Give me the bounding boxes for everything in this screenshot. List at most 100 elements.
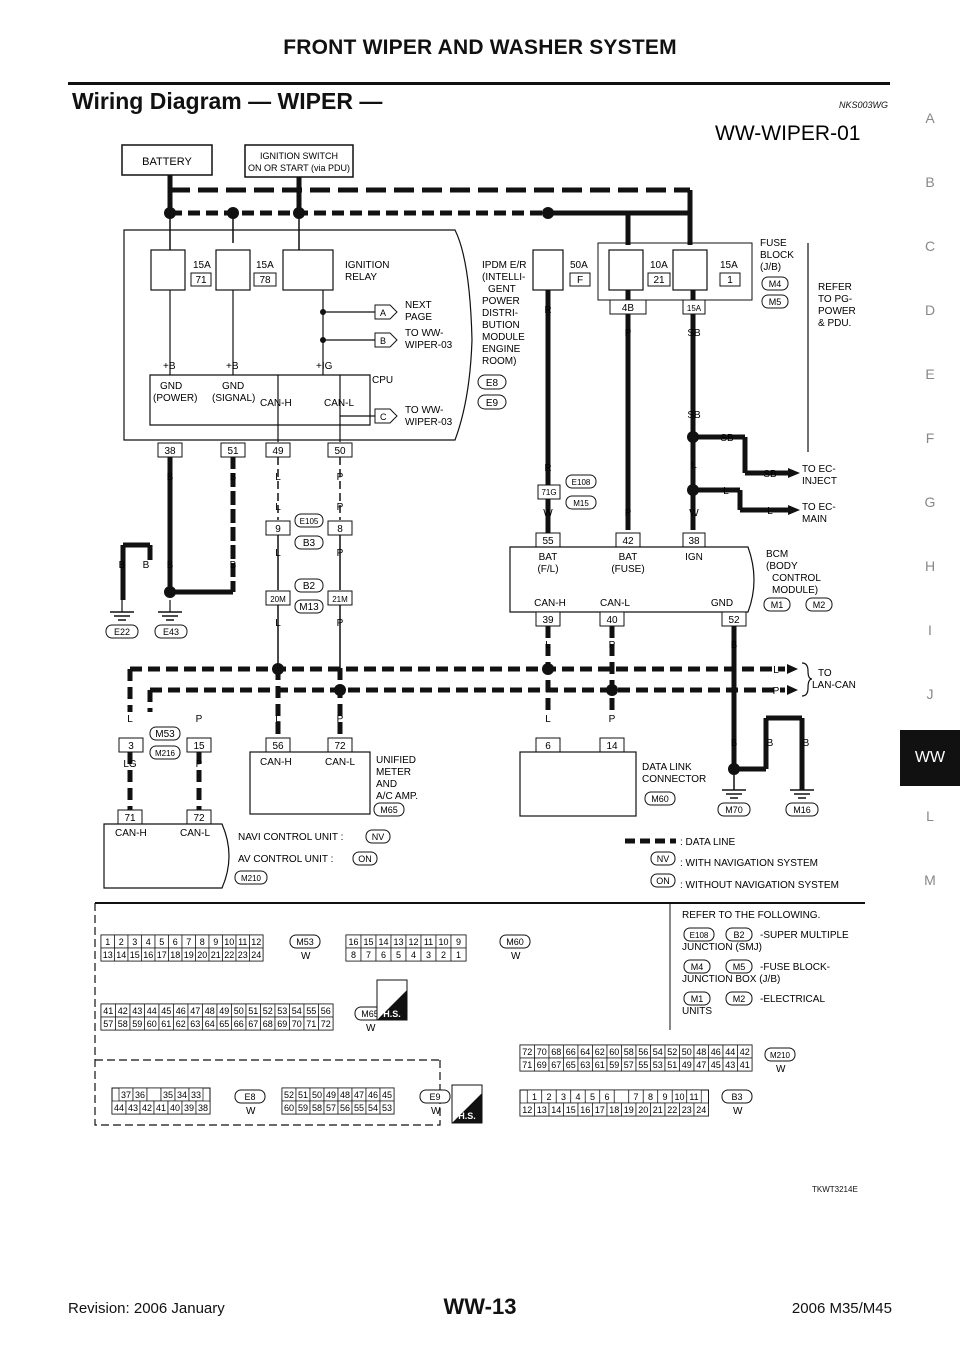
figure-code: TKWT3214E [812, 1185, 858, 1194]
connector-pin: 9 [213, 937, 218, 947]
connector-cell [548, 1044, 564, 1059]
connector-cell [127, 947, 142, 962]
tab-c[interactable]: C [924, 238, 936, 254]
ref-m2: M2 [733, 994, 746, 1004]
connector-pin: 9 [662, 1092, 667, 1102]
connector-pin: 58 [624, 1047, 634, 1057]
m53-pin-3: 3 [128, 741, 134, 752]
connector-cell [289, 1003, 305, 1018]
bcm-name-4: MODULE) [772, 585, 818, 596]
connector-cell [208, 947, 223, 962]
tab-f[interactable]: F [925, 430, 935, 446]
connector-tag-m210 [764, 1047, 796, 1062]
meter-canl: CAN-L [325, 757, 355, 768]
ref-m5: M5 [733, 962, 746, 972]
connector-cell [309, 1087, 325, 1102]
connector-pin: 1 [532, 1092, 537, 1102]
connector-pin: 51 [298, 1090, 308, 1100]
connector-cell [187, 1003, 203, 1018]
wire-l-2: L [691, 460, 697, 471]
connector-pin: 56 [321, 1006, 331, 1016]
fuse-21-num: 21 [653, 275, 665, 286]
connector-cell [260, 1016, 276, 1031]
wire-p-m53b: P [196, 759, 203, 770]
connector-cell [534, 1102, 550, 1117]
tab-i[interactable]: I [928, 622, 932, 638]
tab-ww[interactable]: WW [900, 730, 960, 786]
connector-pin: 54 [292, 1006, 302, 1016]
tab-l[interactable]: L [926, 808, 934, 824]
svg-text:C: C [380, 412, 387, 422]
wire-p-s3: P [337, 618, 344, 629]
connector-cell [592, 1044, 608, 1059]
connector-pin: 11 [424, 937, 433, 947]
tab-a[interactable]: A [925, 110, 935, 126]
connector-pin: 53 [277, 1006, 287, 1016]
connector-cell [318, 1003, 334, 1018]
connector-cell [613, 1089, 630, 1104]
connector-face-b3 [519, 1089, 709, 1117]
refer-2: TO PG- [818, 294, 852, 305]
connector-face-m210 [519, 1044, 753, 1072]
connector-pin: 60 [147, 1019, 157, 1029]
connector-pin: 62 [595, 1047, 605, 1057]
tab-e[interactable]: E [925, 366, 935, 382]
connector-cell [635, 1057, 651, 1072]
connector-color: W [431, 1106, 441, 1117]
bcm-pin-38: 38 [688, 536, 700, 547]
connector-cell [260, 1003, 276, 1018]
fuse-block-3: (J/B) [760, 262, 781, 273]
connector-tag-e9 [419, 1089, 451, 1104]
connector-cell [693, 1057, 709, 1072]
ipdm-module-outline [123, 229, 473, 441]
connector-pin: 34 [177, 1090, 187, 1100]
tab-m[interactable]: M [924, 872, 936, 888]
wire-b-g3: B [803, 738, 810, 749]
connector-cell [337, 1087, 353, 1102]
fuse-block-2: BLOCK [760, 250, 794, 261]
connector-cell [222, 934, 237, 949]
bcm-conn-m2: M2 [813, 600, 826, 610]
connector-cell [555, 1089, 572, 1104]
connector-cell [650, 1057, 666, 1072]
legend-data-line: : DATA LINE [680, 837, 736, 848]
connector-cell [168, 934, 183, 949]
tab-d[interactable]: D [924, 302, 936, 318]
connector-pin: 22 [667, 1105, 677, 1115]
connector-pin: 52 [284, 1090, 294, 1100]
connector-cell [390, 947, 407, 962]
connector-pin: 69 [277, 1019, 287, 1029]
ipdm-name-7: MODULE [482, 332, 525, 343]
connector-cell [365, 1087, 381, 1102]
connector-cell [642, 1089, 659, 1104]
connector-cell [111, 1100, 127, 1115]
tab-b[interactable]: B [925, 174, 935, 190]
connector-cell [379, 1087, 395, 1102]
connector-pin: 11 [238, 937, 247, 947]
tab-g[interactable]: G [924, 494, 936, 510]
tab-j[interactable]: J [926, 686, 934, 702]
wire-b-g1: B [731, 738, 738, 749]
connector-pin: 57 [326, 1103, 336, 1113]
connector-pin: 7 [366, 950, 371, 960]
dlc-conn: M60 [651, 794, 669, 804]
connector-pin: 63 [580, 1060, 590, 1070]
connector-cell [100, 1016, 116, 1031]
connector-pin: 54 [653, 1047, 663, 1057]
m53-label: M53 [155, 729, 175, 740]
bcm-pin-42: 42 [622, 536, 634, 547]
tab-h[interactable]: H [924, 558, 936, 574]
connector-cell [450, 934, 467, 949]
meter-canh: CAN-H [260, 757, 292, 768]
connector-cell [158, 1003, 174, 1018]
connector-cell [208, 934, 223, 949]
connector-pin: 21 [211, 950, 221, 960]
connector-pin: 13 [537, 1105, 547, 1115]
ipdm-canl: CAN-L [324, 398, 354, 409]
connector-color: W [246, 1106, 256, 1117]
connector-cell [657, 1089, 673, 1104]
connector-cell [526, 1089, 543, 1104]
hs-label-2: H.S. [458, 1111, 476, 1121]
connector-cell [216, 1003, 232, 1018]
